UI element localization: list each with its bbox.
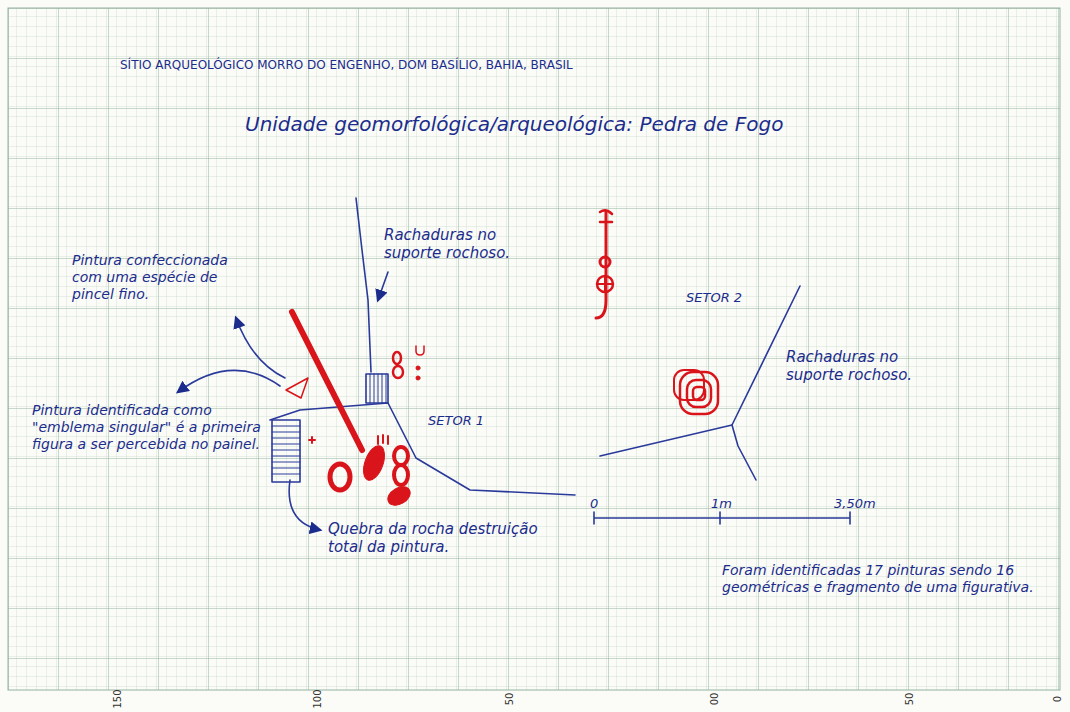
axis-number: 100 <box>312 689 324 708</box>
axis-number: 0 <box>1052 696 1064 702</box>
callout-arrow <box>378 272 388 300</box>
painting-figure <box>393 366 403 378</box>
painting-figure <box>597 276 613 292</box>
rock-edge <box>270 403 575 495</box>
painting-mark <box>309 437 315 443</box>
crack-line <box>732 425 756 480</box>
painting-figure <box>600 257 610 267</box>
scale-label: 3,50m <box>834 496 876 512</box>
hatching <box>272 426 300 474</box>
callout-arrow <box>236 318 285 378</box>
scale-label: 0 <box>590 496 598 512</box>
crack-line <box>356 198 371 372</box>
annotation-note: Rachaduras no suporte rochoso. <box>786 348 956 384</box>
painting-oval <box>394 447 408 465</box>
callout-arrow <box>178 370 280 392</box>
painting-oval <box>385 483 414 509</box>
annotation-note: Quebra da rocha destruição total da pint… <box>328 520 558 556</box>
painting-figure <box>416 346 424 355</box>
paper-border <box>8 8 1060 690</box>
graph-paper <box>8 8 1060 690</box>
painting-figure <box>597 276 613 292</box>
painting-figure <box>600 210 612 222</box>
scale-label: 1m <box>711 496 732 512</box>
hatched-area <box>366 374 388 403</box>
scale-bar <box>594 512 850 524</box>
painting-concentric <box>680 372 718 414</box>
annotation-note: Foram identificadas 17 pinturas sendo 16… <box>722 562 1042 596</box>
axis-number: 50 <box>504 693 516 706</box>
painting-dot <box>416 366 420 370</box>
subtitle-text: Unidade geomorfológica/arqueológica: Ped… <box>245 112 885 136</box>
crack-line <box>600 286 800 456</box>
painting-mark <box>378 435 388 444</box>
annotation-note: Pintura identificada como "emblema singu… <box>32 402 266 452</box>
hatching <box>370 374 386 403</box>
hatched-area <box>272 420 300 482</box>
axis-number: 00 <box>709 693 721 706</box>
sector-label: SETOR 1 <box>428 413 484 429</box>
axis-number: 50 <box>904 693 916 706</box>
painting-dot <box>416 376 420 380</box>
painting-figure <box>393 352 401 364</box>
painting-oval <box>359 443 388 483</box>
annotation-note: Pintura confeccionada com uma espécie de… <box>72 252 262 302</box>
callout-arrow <box>289 480 320 530</box>
painting-concentric <box>693 387 705 400</box>
painting-oval <box>330 464 350 490</box>
sector-label: SETOR 2 <box>686 290 742 306</box>
title-text: SÍTIO ARQUEOLÓGICO MORRO DO ENGENHO, DOM… <box>120 58 573 72</box>
painting-concentric <box>687 380 711 407</box>
axis-number: 150 <box>112 689 124 708</box>
emblem-triangle <box>286 378 308 398</box>
painting-oval <box>394 465 408 485</box>
annotation-note: Rachaduras no suporte rochoso. <box>384 226 554 262</box>
